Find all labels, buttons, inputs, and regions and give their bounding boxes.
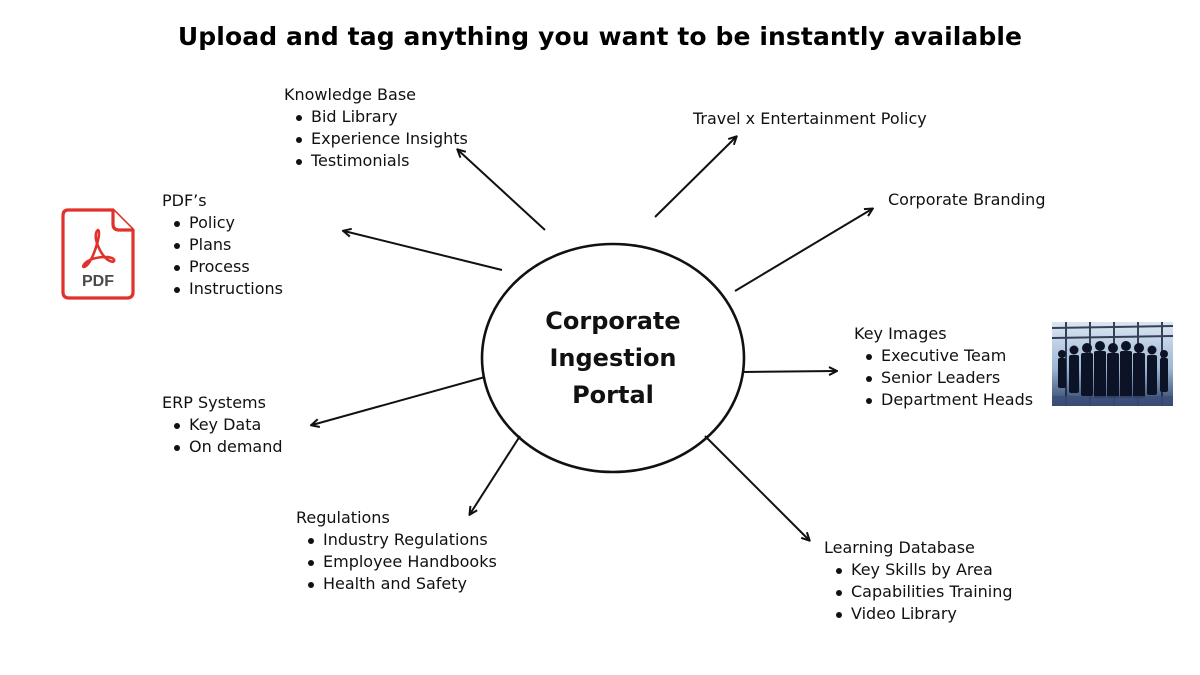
item-list: Key Data On demand	[162, 414, 283, 458]
knowledge-base-group: Knowledge Base Bid Library Experience In…	[284, 84, 468, 172]
group-title: Learning Database	[824, 538, 975, 557]
list-item: Instructions	[174, 278, 283, 300]
list-item: Video Library	[836, 603, 1013, 625]
list-item: Testimonials	[296, 150, 468, 172]
branding-group: Corporate Branding	[888, 189, 1045, 211]
list-item: Bid Library	[296, 106, 468, 128]
list-item: Plans	[174, 234, 283, 256]
hub-circle	[480, 242, 746, 474]
list-item: Executive Team	[866, 345, 1033, 367]
list-item: On demand	[174, 436, 283, 458]
travel-group: Travel x Entertainment Policy	[693, 108, 927, 130]
regulations-group: Regulations Industry Regulations Employe…	[296, 507, 497, 595]
arrow-learning	[704, 435, 809, 540]
team-photo	[1052, 322, 1173, 406]
group-title: ERP Systems	[162, 393, 266, 412]
erp-group: ERP Systems Key Data On demand	[162, 392, 283, 458]
list-item: Process	[174, 256, 283, 278]
group-title: Regulations	[296, 508, 390, 527]
list-item: Industry Regulations	[308, 529, 497, 551]
list-item: Key Data	[174, 414, 283, 436]
list-item: Capabilities Training	[836, 581, 1013, 603]
group-title: PDF’s	[162, 191, 207, 210]
list-item: Policy	[174, 212, 283, 234]
key-images-group: Key Images Executive Team Senior Leaders…	[854, 323, 1033, 411]
list-item: Experience Insights	[296, 128, 468, 150]
arrow-regulations	[470, 435, 521, 514]
learning-group: Learning Database Key Skills by Area Cap…	[824, 537, 1013, 625]
item-list: Industry Regulations Employee Handbooks …	[296, 529, 497, 595]
arrow-key-images	[741, 371, 836, 372]
pdfs-group: PDF’s Policy Plans Process Instructions	[162, 190, 283, 300]
group-title: Corporate Branding	[888, 190, 1046, 209]
pdf-icon-label: PDF	[82, 273, 114, 290]
item-list: Bid Library Experience Insights Testimon…	[284, 106, 468, 172]
group-title: Knowledge Base	[284, 85, 416, 104]
pdf-icon: PDF	[61, 208, 135, 300]
arrow-knowledge-base	[458, 150, 546, 231]
group-title: Travel x Entertainment Policy	[693, 109, 927, 128]
arrow-travel	[654, 137, 736, 218]
acrobat-swirl-icon	[81, 228, 116, 269]
list-item: Senior Leaders	[866, 367, 1033, 389]
page-title: Upload and tag anything you want to be i…	[177, 22, 1023, 51]
item-list: Key Skills by Area Capabilities Training…	[824, 559, 1013, 625]
item-list: Executive Team Senior Leaders Department…	[854, 345, 1033, 411]
list-item: Key Skills by Area	[836, 559, 1013, 581]
list-item: Health and Safety	[308, 573, 497, 595]
arrow-erp	[312, 376, 486, 425]
list-item: Employee Handbooks	[308, 551, 497, 573]
group-title: Key Images	[854, 324, 947, 343]
arrow-branding	[734, 209, 872, 292]
list-item: Department Heads	[866, 389, 1033, 411]
item-list: Policy Plans Process Instructions	[162, 212, 283, 300]
hub-label: Corporate Ingestion Portal	[545, 306, 681, 409]
arrow-pdfs	[344, 231, 503, 271]
hub: Corporate Ingestion Portal	[482, 244, 744, 472]
